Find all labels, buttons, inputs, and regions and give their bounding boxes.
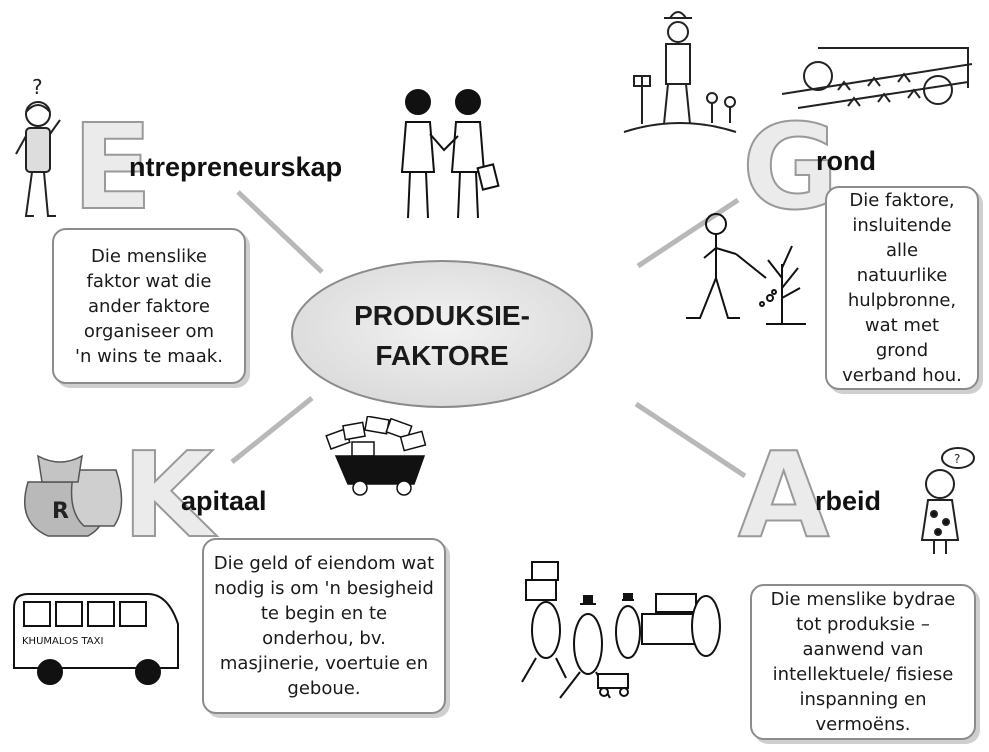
connector-capital <box>230 396 314 464</box>
plough-illustration <box>781 47 973 109</box>
money-bag-letter: R <box>52 499 69 524</box>
workers-illustration <box>521 561 721 699</box>
description-land-text: Die faktore, insluitende alle natuurlike… <box>842 190 962 386</box>
description-labour: Die menslike bydrae tot produksie – aanw… <box>750 584 976 740</box>
letter-k: K <box>121 426 214 564</box>
letter-e: E <box>71 98 154 236</box>
description-land: Die faktore, insluitende alle natuurlike… <box>825 186 979 390</box>
thinking-girl-illustration: ? <box>920 447 975 554</box>
description-entrepreneurship: Die menslike faktor wat die ander faktor… <box>52 228 246 384</box>
thinking-man-illustration: ? <box>15 76 61 217</box>
word-entrepreneurship: ntrepreneurskap <box>129 152 343 182</box>
svg-text:?: ? <box>954 452 960 466</box>
connector-land <box>636 197 740 269</box>
center-title-line1: PRODUKSIE- <box>354 300 530 331</box>
description-entrepreneurship-text: Die menslike faktor wat die ander faktor… <box>75 245 223 367</box>
cash-wheelbarrow-illustration <box>325 416 427 496</box>
handshake-illustration <box>400 89 500 219</box>
word-land: rond <box>816 146 876 176</box>
description-capital: Die geld of eiendom wat nodig is om 'n b… <box>202 538 446 714</box>
word-capital: apitaal <box>181 486 267 516</box>
letter-a: A <box>737 426 830 564</box>
connector-labour <box>634 401 747 479</box>
connector-entrepreneurship <box>236 190 324 274</box>
money-bags-illustration: R <box>24 454 123 537</box>
word-labour: rbeid <box>815 486 882 516</box>
farmer-illustration <box>623 11 737 133</box>
taxi-sign: KHUMALOS TAXI <box>22 636 103 647</box>
letter-g: G <box>741 98 840 236</box>
description-capital-text: Die geld of eiendom wat nodig is om 'n b… <box>213 553 435 699</box>
tree-planting-illustration <box>686 213 806 325</box>
description-labour-text: Die menslike bydrae tot produksie – aanw… <box>770 589 956 735</box>
center-title: PRODUKSIE- FAKTORE <box>286 296 598 376</box>
center-title-line2: FAKTORE <box>375 340 509 371</box>
svg-text:?: ? <box>32 76 43 99</box>
taxi-illustration: KHUMALOS TAXI <box>13 593 179 685</box>
center-ellipse <box>291 260 593 408</box>
